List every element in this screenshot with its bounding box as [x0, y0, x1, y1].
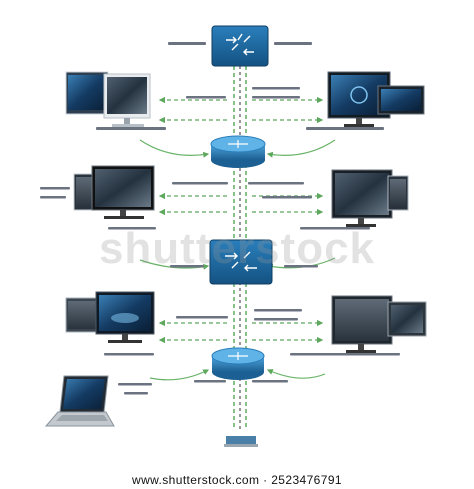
- core-switch-top: [211, 25, 269, 67]
- monitor-icon: [327, 71, 425, 127]
- device-right-2: [331, 169, 409, 227]
- router-icon: [228, 352, 248, 360]
- device-left-1: [65, 71, 151, 127]
- core-switch-middle: [209, 239, 273, 285]
- monitor-icon: [331, 295, 427, 353]
- router-icon: [228, 140, 248, 148]
- monitor-icon: [73, 165, 155, 219]
- device-left-laptop: [44, 375, 115, 427]
- monitor-icon: [65, 71, 151, 127]
- network-switch-icon: [226, 33, 254, 56]
- network-switch-icon: [225, 251, 257, 272]
- router-upper: [210, 135, 266, 168]
- caption-placeholders: [40, 42, 400, 395]
- device-right-3: [331, 295, 427, 353]
- device-left-2: [73, 165, 155, 219]
- server-icon: [224, 436, 258, 447]
- router-lower: [211, 347, 265, 380]
- laptop-icon: [44, 375, 115, 427]
- device-left-3: [65, 291, 155, 343]
- device-right-1: [327, 71, 425, 127]
- monitor-icon: [65, 291, 155, 343]
- curved-links: [139, 139, 336, 381]
- footer-bar: [0, 466, 474, 489]
- monitor-icon: [331, 169, 409, 227]
- footer-credit: www.shutterstock.com · 2523476791: [132, 473, 342, 487]
